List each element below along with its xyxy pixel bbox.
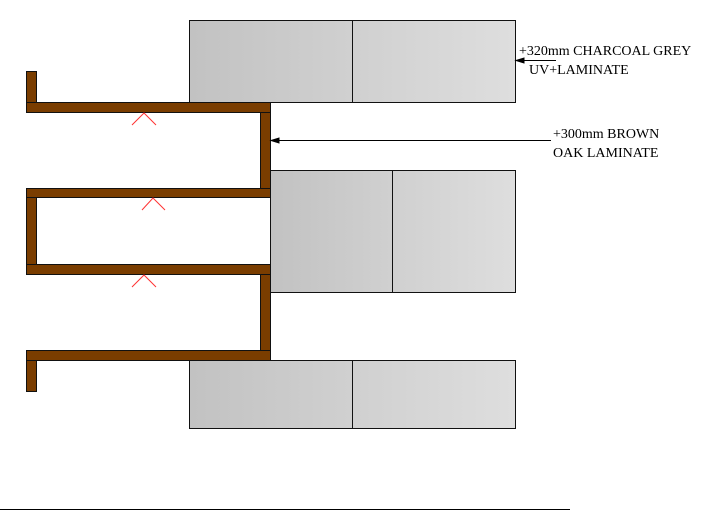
- leader-arrows: [269, 57, 556, 144]
- brown-oak-label-line2: OAK LAMINATE: [553, 146, 659, 161]
- brown-oak-shelf-profile: [26, 71, 271, 392]
- red-chevron-markers: [131, 112, 166, 288]
- grey-panel-bottom: [189, 360, 516, 429]
- charcoal-grey-label-line1: +320mm CHARCOAL GREY: [519, 44, 692, 59]
- charcoal-grey-label-line2: UV+LAMINATE: [529, 63, 629, 78]
- grey-panel-middle: [270, 170, 516, 293]
- brown-oak-label-line1: +300mm BROWN: [553, 127, 660, 142]
- grey-panel-top: [189, 20, 516, 103]
